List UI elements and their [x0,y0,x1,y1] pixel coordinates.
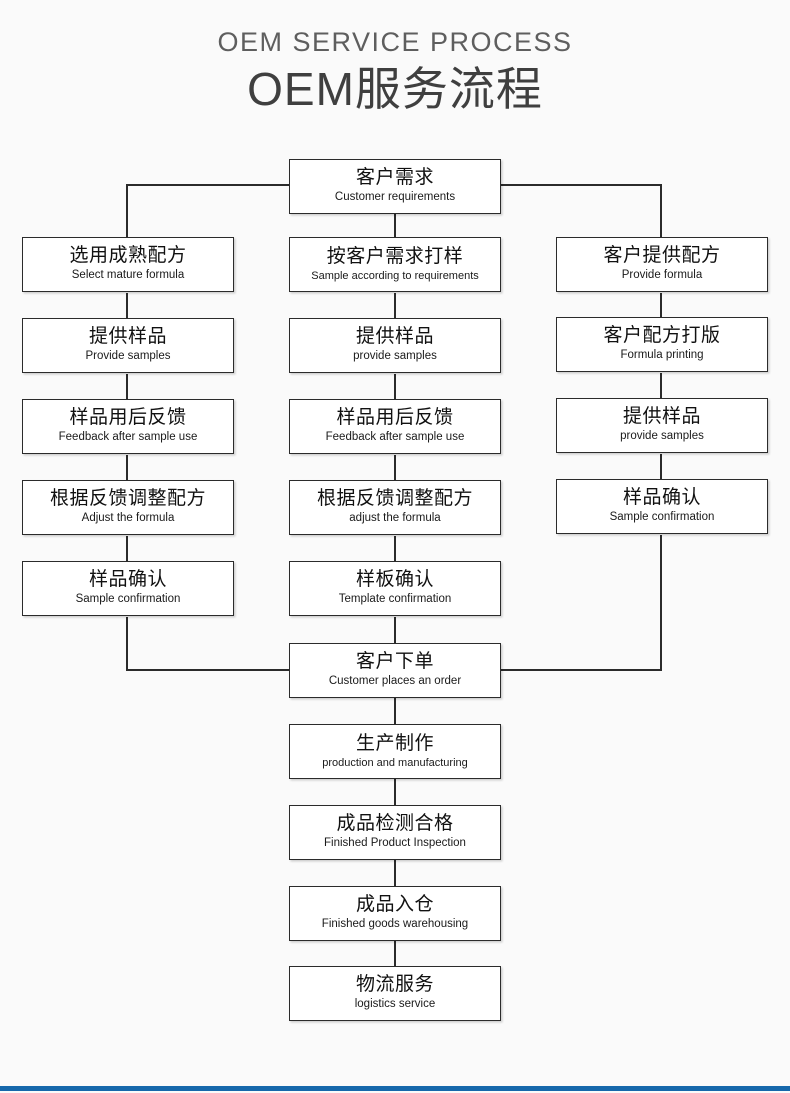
node-template-confirmation[interactable]: 样板确认 Template confirmation [289,561,501,616]
node-label-en: production and manufacturing [322,756,468,769]
node-label-cn: 生产制作 [355,732,434,754]
node-label-cn: 客户提供配方 [603,245,721,267]
node-logistics-service[interactable]: 物流服务 logistics service [289,966,501,1021]
title-chinese: OEM服务流程 [247,62,543,115]
node-label-en: Adjust the formula [81,512,175,525]
node-label-en: Provide formula [621,269,703,282]
node-adjust-formula-left[interactable]: 根据反馈调整配方 Adjust the formula [22,480,234,535]
node-feedback-after-sample-use-middle[interactable]: 样品用后反馈 Feedback after sample use [289,399,501,454]
node-finished-product-inspection[interactable]: 成品检测合格 Finished Product Inspection [289,805,501,860]
node-label-en: Formula printing [620,349,704,362]
node-label-en: Feedback after sample use [325,431,465,444]
connector-start-to-right [501,183,663,237]
node-label-cn: 根据反馈调整配方 [316,488,473,510]
node-label-cn: 样品确认 [88,569,167,591]
node-label-en: Sample confirmation [75,593,181,606]
page-header: OEM SERVICE PROCESS OEM服务流程 [0,0,790,150]
node-customer-places-an-order[interactable]: 客户下单 Customer places an order [289,643,501,698]
node-label-en: adjust the formula [349,512,441,525]
node-finished-goods-warehousing[interactable]: 成品入仓 Finished goods warehousing [289,886,501,941]
node-label-cn: 按客户需求打样 [326,245,464,267]
node-label-cn: 客户配方打版 [603,325,721,347]
connector-start-to-left [125,183,289,237]
node-label-cn: 样品用后反馈 [69,407,187,429]
node-label-en: Finished Product Inspection [324,837,466,850]
node-select-mature-formula[interactable]: 选用成熟配方 Select mature formula [22,237,234,292]
node-label-en: Customer requirements [334,191,456,204]
node-label-cn: 样品确认 [622,487,701,509]
node-label-en: Provide samples [85,350,171,363]
node-label-cn: 提供样品 [355,326,434,348]
node-feedback-after-sample-use-left[interactable]: 样品用后反馈 Feedback after sample use [22,399,234,454]
node-provide-samples-middle[interactable]: 提供样品 provide samples [289,318,501,373]
node-provide-samples-right[interactable]: 提供样品 provide samples [556,398,768,453]
node-label-cn: 提供样品 [622,406,701,428]
node-label-cn: 客户下单 [355,651,434,673]
node-label-en: Feedback after sample use [58,431,198,444]
node-label-en: Template confirmation [338,593,452,606]
connector-right-to-merge [501,535,663,672]
node-label-en: Select mature formula [71,269,185,282]
node-sample-according-to-requirements[interactable]: 按客户需求打样 Sample according to requirements [289,237,501,292]
node-production-and-manufacturing[interactable]: 生产制作 production and manufacturing [289,724,501,779]
node-label-cn: 样品用后反馈 [336,407,454,429]
node-provide-formula[interactable]: 客户提供配方 Provide formula [556,237,768,292]
connector-left-to-merge [125,617,289,672]
node-customer-requirements[interactable]: 客户需求 Customer requirements [289,159,501,214]
node-label-cn: 选用成熟配方 [69,245,187,267]
node-label-en: logistics service [354,998,436,1011]
title-english: OEM SERVICE PROCESS [217,27,573,57]
node-label-cn: 提供样品 [88,326,167,348]
node-label-cn: 物流服务 [355,974,434,996]
node-label-en: Sample confirmation [609,511,715,524]
node-label-en: Customer places an order [328,675,462,688]
node-sample-confirmation-left[interactable]: 样品确认 Sample confirmation [22,561,234,616]
node-label-cn: 客户需求 [355,167,434,189]
node-adjust-formula-middle[interactable]: 根据反馈调整配方 adjust the formula [289,480,501,535]
node-label-en: Finished goods warehousing [321,918,469,931]
node-sample-confirmation-right[interactable]: 样品确认 Sample confirmation [556,479,768,534]
node-label-cn: 样板确认 [355,569,434,591]
bottom-accent-bar [0,1086,790,1091]
node-formula-printing[interactable]: 客户配方打版 Formula printing [556,317,768,372]
node-label-cn: 成品检测合格 [336,813,454,835]
node-label-en: provide samples [353,350,437,363]
node-label-cn: 成品入仓 [355,894,434,916]
node-label-en: provide samples [620,430,704,443]
node-label-cn: 根据反馈调整配方 [49,488,206,510]
node-label-en: Sample according to requirements [311,269,479,282]
node-provide-samples-left[interactable]: 提供样品 Provide samples [22,318,234,373]
